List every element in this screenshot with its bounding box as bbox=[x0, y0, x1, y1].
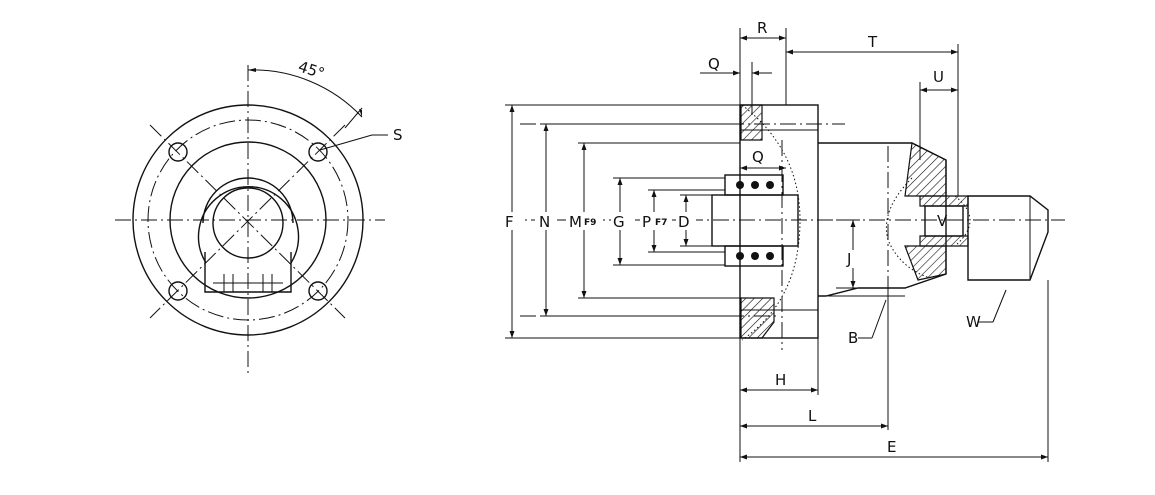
angle-label: 45° bbox=[296, 57, 327, 82]
dim-label-G: G bbox=[613, 213, 625, 231]
dim-label-F: F bbox=[505, 213, 514, 231]
hole-label-S: S bbox=[393, 126, 403, 144]
dim-label-J: J bbox=[846, 250, 851, 268]
dim-label-P-tolerance: F7 bbox=[655, 218, 667, 228]
dim-label-V: V bbox=[937, 212, 948, 230]
dim-label-T: T bbox=[867, 33, 878, 51]
dim-label-E: E bbox=[887, 438, 896, 456]
dim-label-H: H bbox=[775, 371, 786, 389]
dim-label-Q-mid: Q bbox=[752, 148, 764, 166]
side-view: R T Q U Q V bbox=[500, 19, 1065, 462]
dim-label-M: M bbox=[569, 213, 582, 231]
dim-label-L: L bbox=[808, 407, 817, 425]
dim-label-R: R bbox=[757, 19, 767, 37]
dim-label-P: P bbox=[642, 213, 651, 231]
dim-label-M-tolerance: F9 bbox=[584, 218, 596, 228]
callout-label-W: W bbox=[966, 313, 981, 331]
dim-label-U: U bbox=[933, 68, 944, 86]
callout-label-B: B bbox=[848, 329, 858, 347]
front-view: 45° S bbox=[115, 57, 403, 375]
dim-label-D: D bbox=[678, 213, 690, 231]
dim-label-Q-top: Q bbox=[708, 55, 720, 73]
dim-label-N: N bbox=[539, 213, 550, 231]
bolt-hole bbox=[168, 142, 328, 301]
